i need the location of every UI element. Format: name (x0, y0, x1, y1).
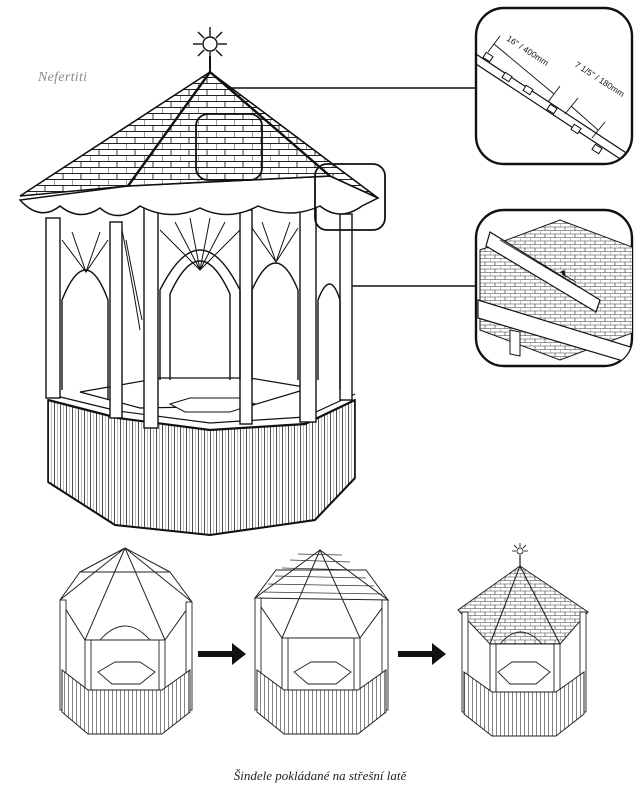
callout-frame-roof (195, 113, 263, 181)
eave-fascia (18, 175, 380, 217)
callout-frame-eave (314, 163, 386, 231)
post (339, 213, 353, 401)
detail-shingle-layering (474, 208, 634, 368)
detail-batten-spacing: 16" / 400mm 7 1/5" / 180mm (474, 6, 634, 166)
post (299, 199, 317, 423)
stage-shingled (457, 543, 589, 737)
stage-battens (253, 548, 390, 735)
stage-frame (59, 547, 193, 735)
post (45, 217, 61, 399)
post (143, 199, 159, 429)
figure-caption: Šindele pokládané na střešní latě (233, 768, 407, 783)
post (109, 221, 123, 419)
sun-finial-icon (193, 27, 227, 61)
arrow-right-icon (398, 643, 446, 665)
post (239, 209, 253, 425)
brand-watermark: Nefertiti (38, 70, 88, 85)
main-gazebo (18, 27, 386, 537)
arrow-right-icon (198, 643, 246, 665)
